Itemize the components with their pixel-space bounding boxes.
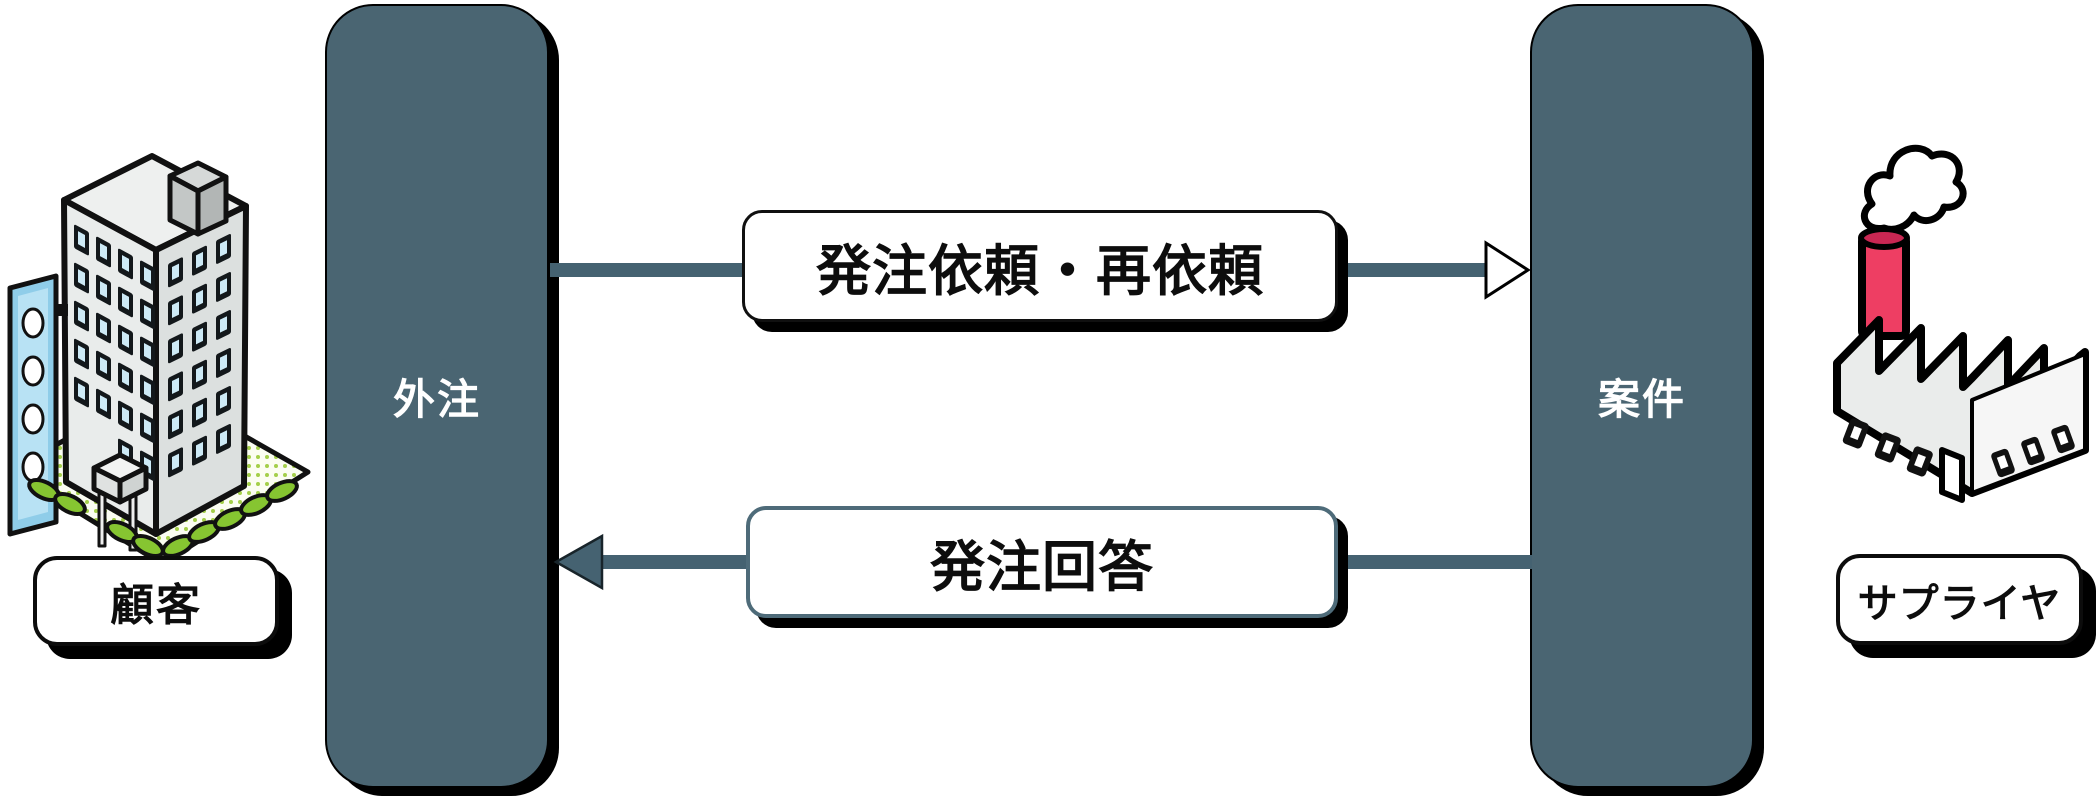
order-request-label: 発注依頼・再依頼 [815, 240, 1264, 302]
customer-caption-label: 顧客 [110, 581, 202, 630]
project-pillar-label: 案件 [1597, 375, 1686, 423]
factory-windows-left [1842, 418, 1965, 503]
filled-arrowhead-icon [553, 533, 604, 591]
factory-door [1939, 447, 1965, 503]
order-response-box: 発注回答 [746, 506, 1338, 618]
open-arrowhead-icon [1484, 240, 1531, 300]
order-request-box: 発注依頼・再依頼 [742, 210, 1338, 322]
order-response-label: 発注回答 [929, 536, 1154, 598]
building-windows-left [74, 224, 155, 482]
supplier-caption: サプライヤ [1836, 554, 2083, 645]
chimney-icon [1858, 226, 1910, 340]
building-entrance [91, 452, 149, 552]
customer-caption: 顧客 [33, 556, 279, 646]
outsourcing-pillar-label: 外注 [392, 375, 481, 423]
building-windows-right [168, 234, 231, 478]
building-sign [7, 273, 68, 537]
smoke-icon [1860, 144, 1967, 233]
hedge-bushes [27, 477, 299, 559]
factory-windows-right [1991, 424, 2075, 478]
supplier-caption-label: サプライヤ [1857, 581, 2062, 626]
office-building-icon [7, 153, 311, 567]
project-pillar: 案件 [1530, 4, 1754, 788]
outsourcing-pillar: 外注 [325, 4, 549, 788]
factory-icon [1833, 144, 2089, 503]
